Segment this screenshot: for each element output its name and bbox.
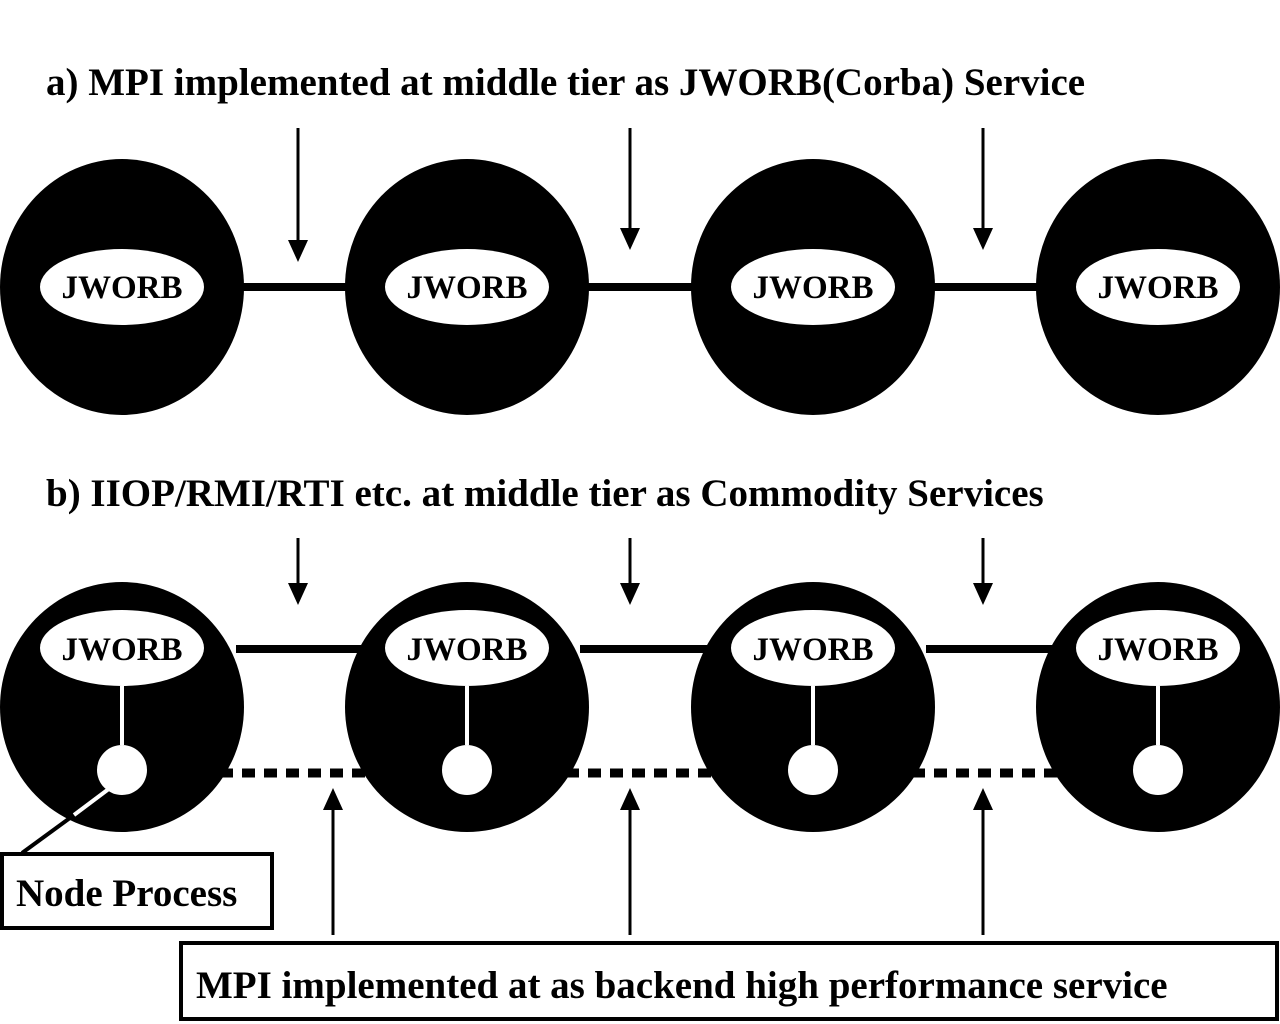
- mpi-arrows: [323, 788, 993, 935]
- section-a-node-2: JWORB: [345, 159, 589, 415]
- orb-b-3: [731, 610, 895, 686]
- orb-b-4: [1076, 610, 1240, 686]
- section-a-arrows: [288, 128, 993, 262]
- section-b-title: b) IIOP/RMI/RTI etc. at middle tier as C…: [46, 472, 1044, 515]
- orb-b-1: [40, 610, 204, 686]
- arrowhead-b-2: [620, 583, 640, 605]
- section-b-node-2: JWORB: [345, 582, 589, 832]
- node-process-3: [788, 745, 838, 795]
- link-b-2: [580, 645, 710, 653]
- orb-b-3-label: JWORB: [752, 632, 873, 668]
- section-b-arrows: [288, 538, 993, 605]
- orb-a-4-label: JWORB: [1097, 270, 1218, 306]
- link-b-1: [236, 645, 366, 653]
- orb-b-2-label: JWORB: [406, 632, 527, 668]
- link-a-1: [240, 283, 350, 291]
- orb-a-3: [731, 249, 895, 325]
- orb-b-1-label: JWORB: [61, 632, 182, 668]
- node-process-box: [0, 852, 274, 930]
- orb-b-2: [385, 610, 549, 686]
- node-process-1: [97, 745, 147, 795]
- mpi-backend-label: MPI implemented at as backend high perfo…: [196, 964, 1168, 1007]
- link-b-3: [926, 645, 1056, 653]
- section-a-node-1: JWORB: [0, 159, 244, 415]
- section-b-node-1: JWORB: [0, 582, 244, 832]
- mpi-arrowhead-1: [323, 788, 343, 810]
- section-a-title: a) MPI implemented at middle tier as JWO…: [46, 61, 1085, 104]
- arrowhead-b-1: [288, 583, 308, 605]
- arrowhead-a-3: [973, 228, 993, 250]
- arrowhead-b-3: [973, 583, 993, 605]
- mpi-backend-box: [179, 941, 1279, 1021]
- node-process-arrow: [20, 774, 128, 855]
- orb-a-1-label: JWORB: [61, 270, 182, 306]
- mpi-arrowhead-3: [973, 788, 993, 810]
- orb-b-4-label: JWORB: [1097, 632, 1218, 668]
- orb-a-2: [385, 249, 549, 325]
- arrowhead-a-2: [620, 228, 640, 250]
- mpi-arrowhead-2: [620, 788, 640, 810]
- section-b-links: [236, 645, 1056, 653]
- node-process-label: Node Process: [16, 872, 237, 915]
- arrowhead-a-1: [288, 240, 308, 262]
- section-a-node-4: JWORB: [1036, 159, 1280, 415]
- node-process-2: [442, 745, 492, 795]
- orb-a-2-label: JWORB: [406, 270, 527, 306]
- section-b-node-3: JWORB: [691, 582, 935, 832]
- orb-a-3-label: JWORB: [752, 270, 873, 306]
- node-process-4: [1133, 745, 1183, 795]
- section-a-node-3: JWORB: [691, 159, 935, 415]
- section-b-node-4: JWORB: [1036, 582, 1280, 832]
- orb-a-4: [1076, 249, 1240, 325]
- section-a-links: [240, 283, 1040, 291]
- link-a-3: [930, 283, 1040, 291]
- orb-a-1: [40, 249, 204, 325]
- link-a-2: [585, 283, 695, 291]
